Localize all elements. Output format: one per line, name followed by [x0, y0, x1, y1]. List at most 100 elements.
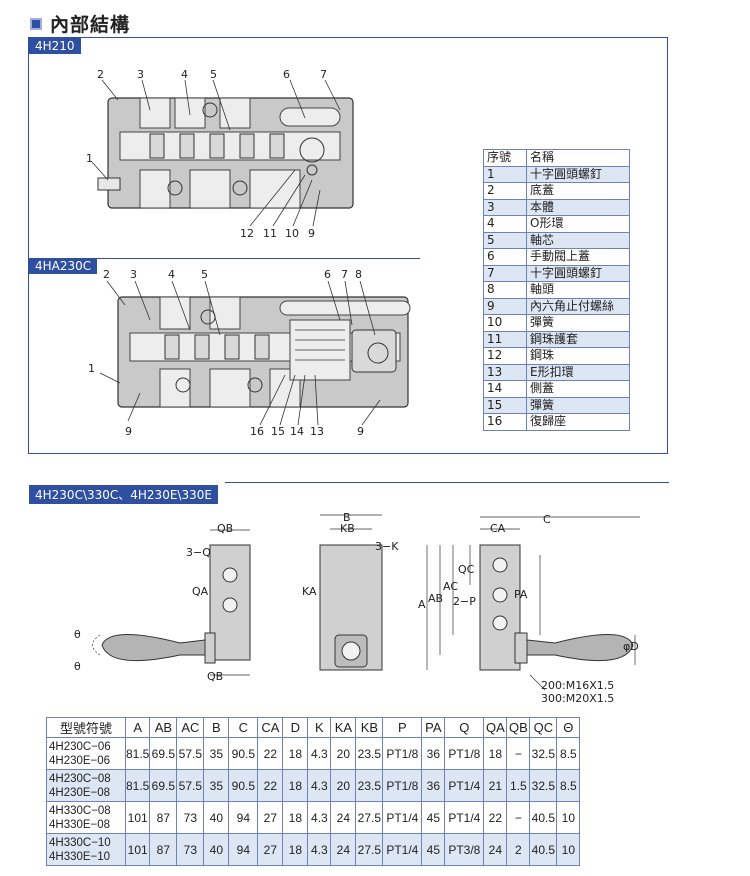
part-name: O形環 [526, 215, 630, 233]
dimension-header-cell: CA [257, 717, 284, 738]
dimension-value: 22 [257, 737, 284, 770]
dimension-value: 20 [330, 737, 357, 770]
dimension-label: PA [514, 588, 528, 601]
dimension-value: 18 [483, 737, 508, 770]
callout-label: 7 [320, 68, 327, 81]
dimension-value: 2 [506, 833, 531, 866]
dimension-value: 90.5 [228, 769, 259, 802]
dimension-value: 8.5 [556, 737, 581, 770]
dimension-label: φD [623, 640, 639, 653]
part-number: 12 [483, 347, 527, 365]
bullet-square-icon [30, 17, 42, 30]
dimension-value: 24 [330, 833, 357, 866]
part-number: 15 [483, 396, 527, 414]
dimension-value: 21 [483, 769, 508, 802]
model-tag-4h230c: 4H230C\330C、4H230E\330E [29, 485, 218, 504]
dimension-value: 27 [257, 833, 284, 866]
part-number: 3 [483, 198, 527, 216]
dimension-header-cell: C [228, 717, 259, 738]
dimension-label: θ [74, 628, 81, 641]
part-number: 9 [483, 297, 527, 315]
dimension-value: − [506, 801, 531, 834]
model-code: 4H330E−10 [49, 850, 111, 863]
dimension-value: PT1/8 [444, 737, 485, 770]
thread-note: 200:M16X1.5 [541, 679, 615, 692]
callout-label: 5 [201, 268, 208, 281]
dimension-value: 101 [124, 833, 151, 866]
dimension-value: 35 [203, 737, 230, 770]
part-name: E形扣環 [526, 363, 630, 381]
part-number: 5 [483, 231, 527, 249]
dimension-label: QB [207, 670, 224, 683]
part-number: 13 [483, 363, 527, 381]
dimension-label: B [343, 511, 351, 524]
dimension-header-cell: QB [506, 717, 531, 738]
model-code: 4H230C−06 [49, 740, 111, 753]
dimension-value: 73 [176, 833, 205, 866]
dimension-header-cell: Q [444, 717, 485, 738]
part-name: 軸頭 [526, 281, 630, 299]
dimension-header-cell: K [307, 717, 332, 738]
callout-label: 7 [341, 268, 348, 281]
dimension-value: 27.5 [355, 801, 384, 834]
callout-label: 11 [263, 227, 277, 240]
dimension-header-cell: AC [176, 717, 205, 738]
callout-label: 9 [125, 425, 132, 438]
part-name: 彈簧 [526, 314, 630, 332]
dimension-value: 69.5 [149, 769, 178, 802]
dimension-value: 101 [124, 801, 151, 834]
callout-label: 4 [168, 268, 175, 281]
dimension-value: 40 [203, 833, 230, 866]
dimension-value: 22 [483, 801, 508, 834]
dimension-header-cell: P [382, 717, 423, 738]
dimension-label: QA [192, 585, 209, 598]
dimension-value: 22 [257, 769, 284, 802]
valve-cross-section-diagram-2 [99, 280, 411, 425]
dimension-value: 87 [149, 801, 178, 834]
part-name: 鋼珠護套 [526, 330, 630, 348]
callout-label: 3 [130, 268, 137, 281]
part-number: 10 [483, 314, 527, 332]
dimension-header-cell: QC [529, 717, 558, 738]
callout-label: 8 [355, 268, 362, 281]
section-header: 內部結構 [30, 10, 130, 37]
internal-structure-panel [28, 37, 668, 454]
part-name: 鋼珠 [526, 347, 630, 365]
model-code: 4H330E−08 [49, 818, 111, 831]
dimension-value: 10 [556, 833, 581, 866]
dimension-value: 24 [330, 801, 357, 834]
dimension-label: 3−Q [186, 546, 211, 559]
parts-header-cell: 序號 [483, 149, 527, 167]
callout-label: 4 [181, 68, 188, 81]
dimension-value: 32.5 [529, 769, 558, 802]
dimension-label: θ [74, 660, 81, 673]
part-name: 十字圓頭螺釘 [526, 165, 630, 183]
dimension-value: 27.5 [355, 833, 384, 866]
part-name: 內六角止付螺絲 [526, 297, 630, 315]
dimension-value: PT1/4 [444, 801, 485, 834]
dimension-value: 36 [421, 737, 446, 770]
dimension-label: 3−K [375, 540, 399, 553]
dimension-drawing [92, 514, 640, 691]
dimension-value: 24 [483, 833, 508, 866]
page-title: 內部結構 [50, 14, 131, 36]
model-code: 4H230E−08 [49, 786, 111, 799]
part-name: 軸芯 [526, 231, 630, 249]
